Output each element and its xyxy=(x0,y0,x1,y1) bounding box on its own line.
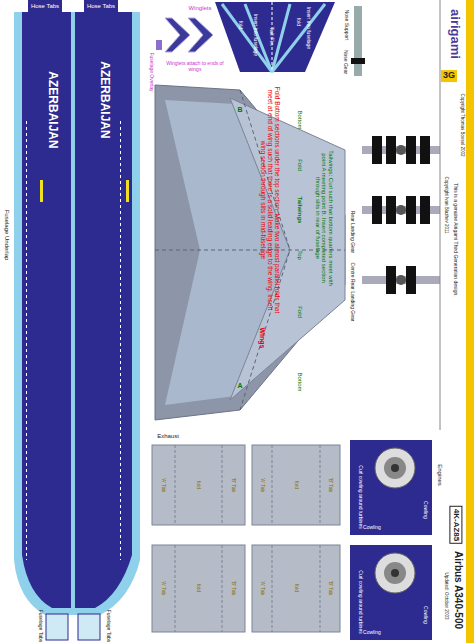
part-label: fold xyxy=(293,584,299,592)
part-label: Insert into fuselage xyxy=(305,7,311,49)
part-label: Curl cowling around turbines xyxy=(357,570,363,633)
part-label: Bottom xyxy=(297,372,304,391)
part-label: Updated: October 2003 xyxy=(444,573,449,620)
part-label: Nose Support xyxy=(343,10,349,41)
part-label: 3G xyxy=(441,70,457,82)
part-label: Centre Rear Landing Gear xyxy=(349,263,355,322)
part-label: This is a genuine Airigami Third Generat… xyxy=(452,183,458,296)
part-label: 'A' Tab xyxy=(259,581,265,596)
part-label: Nose Gear xyxy=(342,50,348,74)
part-label: fold xyxy=(237,21,243,29)
part-label: 'B' Tab xyxy=(327,478,333,493)
part-label: Fuselage Underlap xyxy=(4,210,11,261)
part-label: Cowling xyxy=(363,630,381,636)
part-label: A xyxy=(237,382,242,390)
part-label: 'B' Tab xyxy=(327,581,333,596)
part-label: Hose Tabs xyxy=(87,3,115,10)
part-label: 'A' Tab xyxy=(259,478,265,493)
part-label: Fold xyxy=(297,159,304,171)
part-label: Winglets xyxy=(188,5,211,12)
part-label: Hose Tabs xyxy=(31,3,59,10)
part-label: Winglets attach to ends of wings xyxy=(165,61,225,72)
part-label: fold xyxy=(195,584,201,592)
part-label: Tailwings: Curl such that bottom quarter… xyxy=(314,143,334,293)
part-label: B xyxy=(237,106,242,114)
part-label: 'A' Tab xyxy=(160,478,166,493)
part-label: Copyright Ivan Blazhev 2011 xyxy=(444,176,449,233)
part-label: Airbus A340-500 xyxy=(453,551,464,629)
part-label: 'A' Tab xyxy=(160,581,166,596)
part-label: Wings xyxy=(258,328,266,349)
part-label: fold xyxy=(195,481,201,489)
part-label: Exhaust xyxy=(157,433,179,440)
part-label: Cowling xyxy=(422,501,428,519)
part-label: Top xyxy=(297,250,304,260)
part-label: fold xyxy=(293,481,299,489)
part-label: airigami xyxy=(448,9,462,59)
part-label: Insert into fuselage xyxy=(252,14,258,56)
part-label: Fold xyxy=(297,306,304,318)
part-label: Engines xyxy=(437,464,444,486)
part-label: Cowling xyxy=(363,525,381,531)
part-label: Fuselage Overlay xyxy=(148,52,154,91)
part-label: Fuselage Tabs xyxy=(105,610,111,642)
part-label: AZERBAIJAN xyxy=(45,71,58,148)
part-label: AZERBAIJAN xyxy=(97,61,110,138)
part-label: Cowling xyxy=(422,606,428,624)
part-label: Copyright Thomas Boesel 2002 xyxy=(460,94,465,157)
part-label: 4K-AZ85 xyxy=(450,506,463,544)
part-label: fold xyxy=(295,18,301,26)
part-label: Fold Bottom sections under the top secti… xyxy=(259,85,280,315)
part-label: Rear Landing Gear xyxy=(349,211,355,254)
part-label: Tail Fin xyxy=(269,26,276,45)
part-label: 'B' Tab xyxy=(230,478,236,493)
part-label: Tailwings xyxy=(297,197,304,224)
part-label: Fuselage Tabs xyxy=(37,610,43,642)
part-label: Bottom xyxy=(297,110,304,129)
part-label: Curl cowling around turbines xyxy=(357,465,363,528)
part-label: 'B' Tab xyxy=(230,581,236,596)
